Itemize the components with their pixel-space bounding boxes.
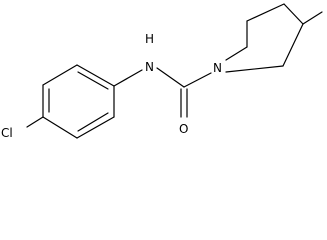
carbonyl-double-bond	[180, 88, 188, 118]
piperidine-ring	[225, 3, 304, 73]
aryl-n-bond	[113, 69, 143, 87]
molecule-drawing: Cl H N N O	[1, 3, 323, 140]
methyl-bond	[302, 11, 323, 25]
carbonyl-oxygen-label: O	[179, 122, 188, 136]
ring-nitrogen-label: N	[213, 61, 222, 75]
carbonyl-ring-n-bond	[183, 72, 212, 88]
structure-diagram: Cl H N N O	[1, 3, 323, 140]
benzene-ring	[42, 64, 115, 139]
amide-hydrogen-label: H	[145, 32, 154, 46]
c-cl-bond	[26, 116, 44, 128]
n-carbonyl-bond	[156, 67, 185, 88]
amide-nitrogen-label: N	[145, 60, 154, 74]
chlorine-label: Cl	[1, 126, 13, 140]
